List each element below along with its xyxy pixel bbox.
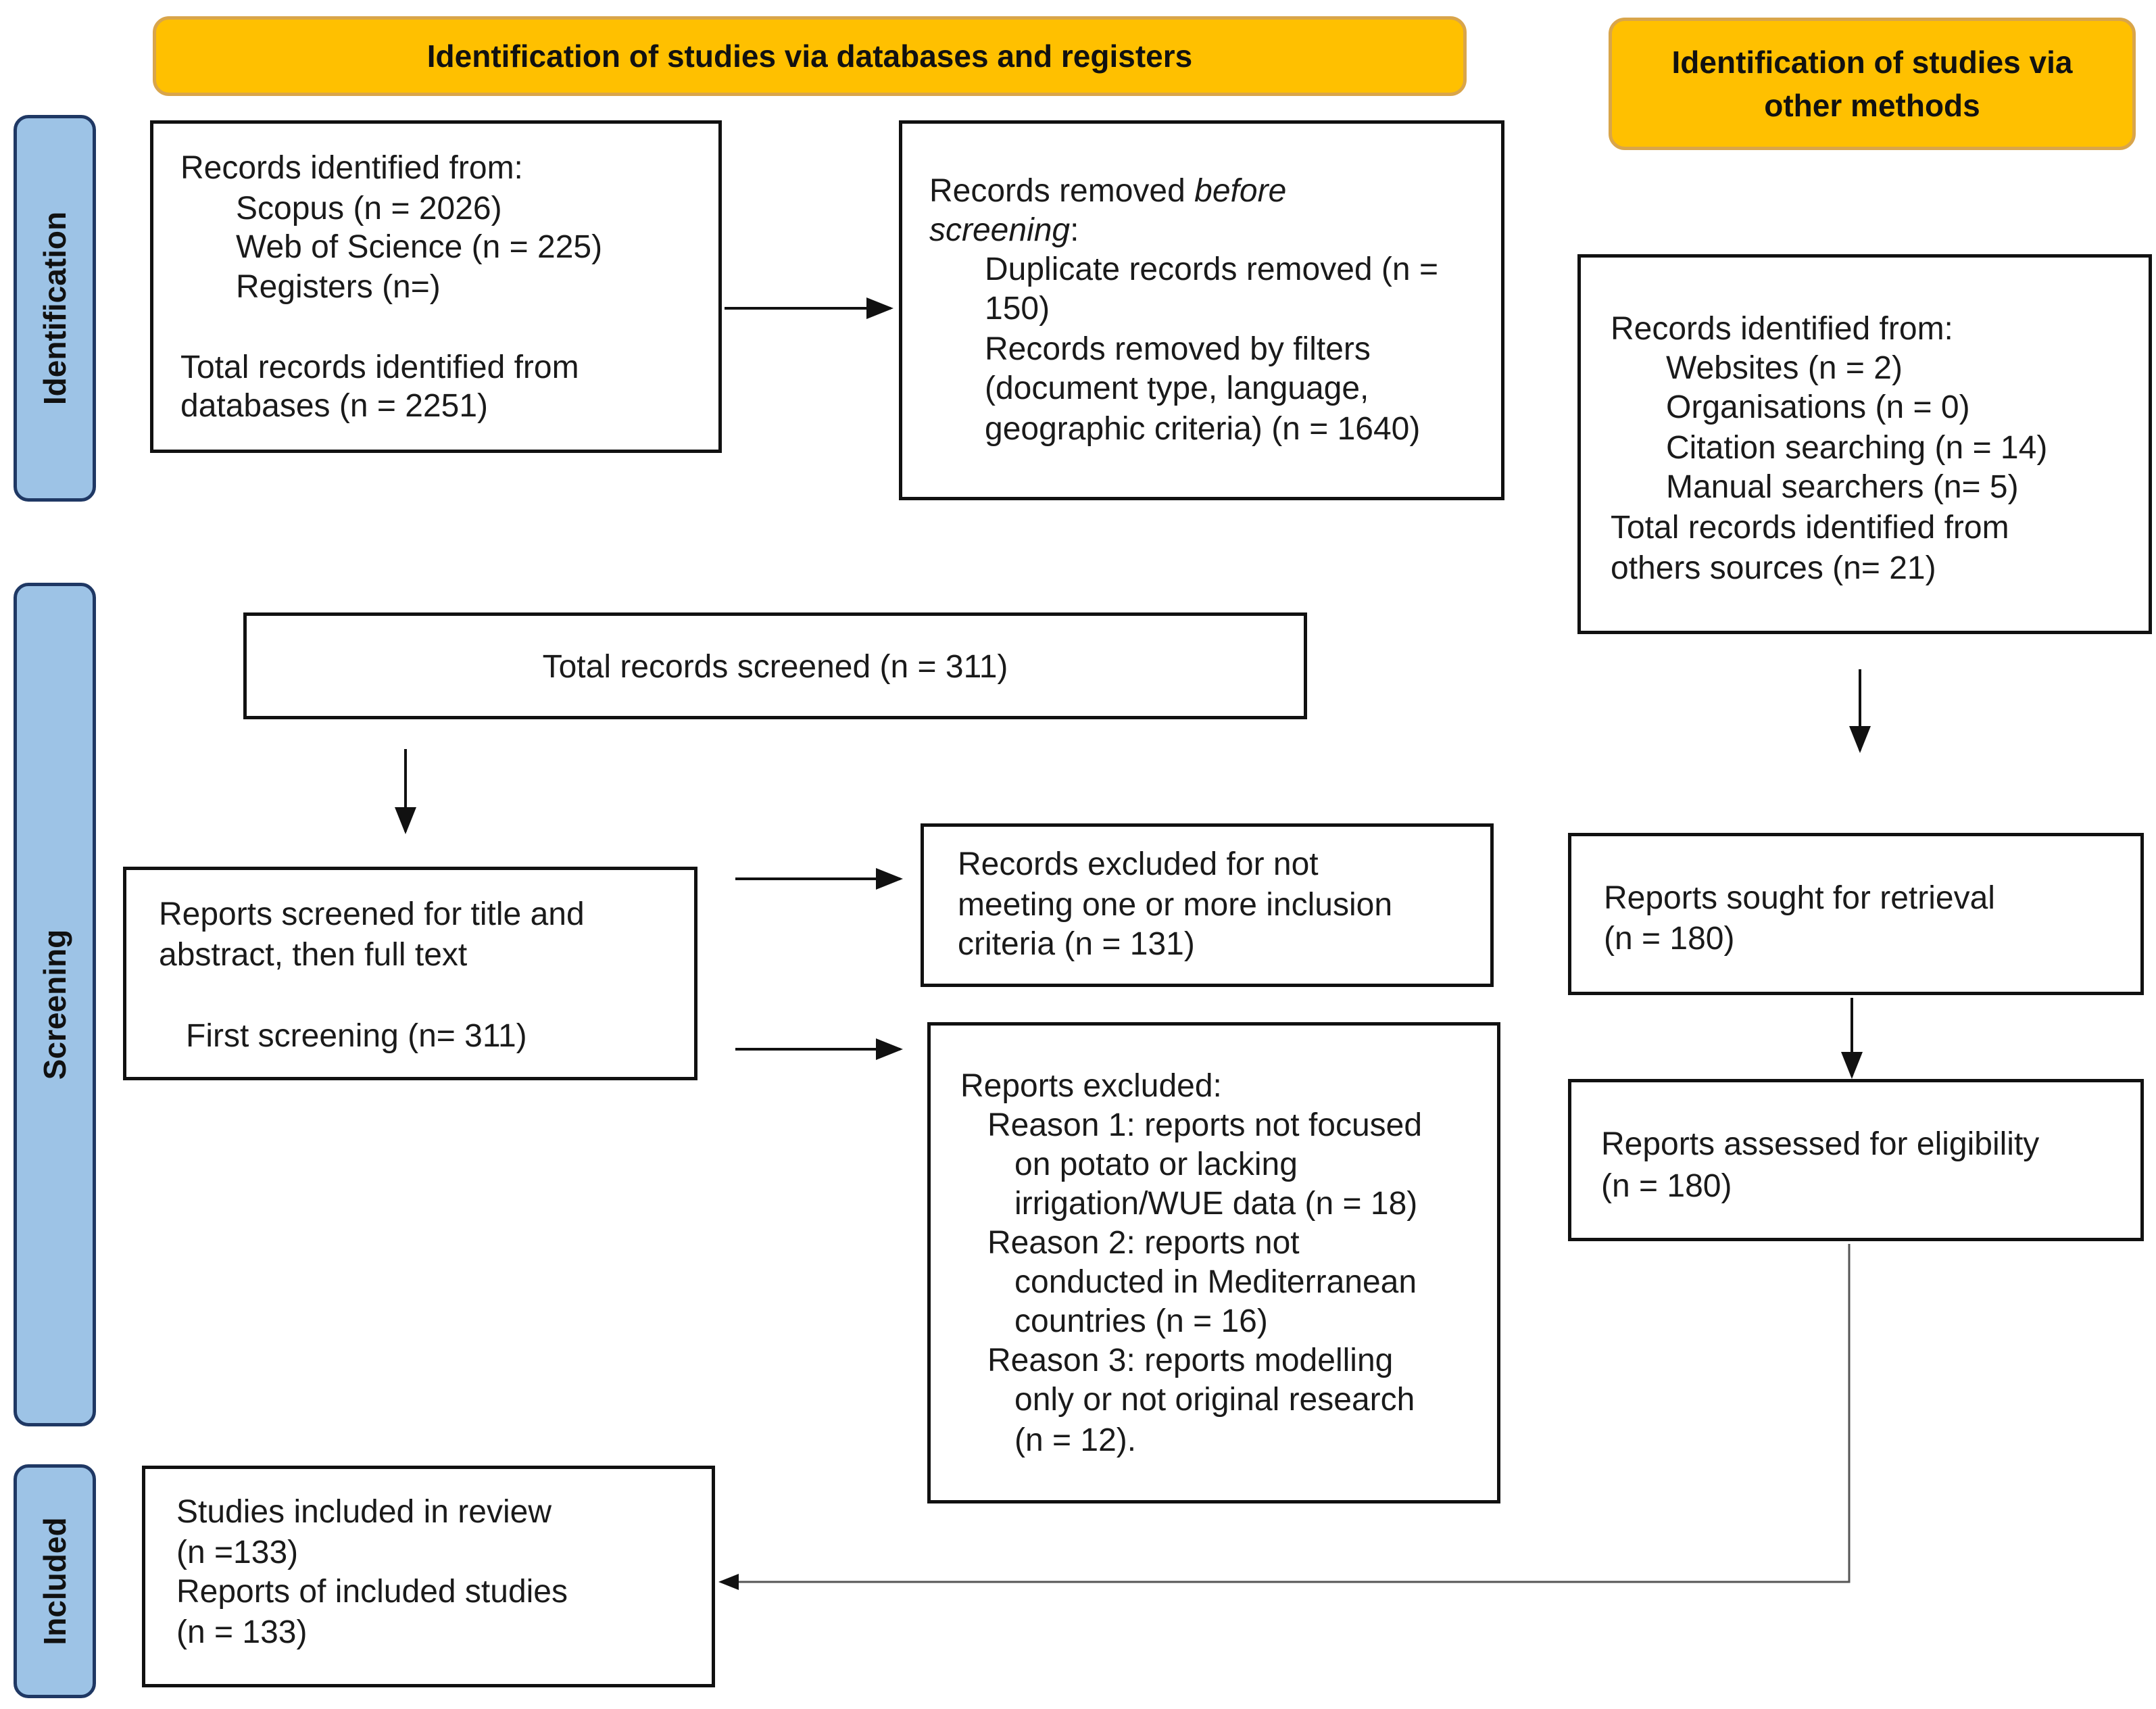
other-total-line2: others sources (n= 21): [1611, 550, 1936, 586]
other-websites: Websites (n = 2): [1666, 350, 1903, 386]
removed-line2: screening:: [929, 212, 1079, 248]
header-other-line1: Identification of studies via: [1671, 45, 2073, 80]
db-registers: Registers (n=): [236, 269, 441, 305]
db-total-line1: Total records identified from: [180, 350, 579, 385]
included-line4: (n = 133): [176, 1614, 308, 1650]
reports-screened-line3: First screening (n= 311): [186, 1018, 527, 1054]
box-records-removed: Records removed before screening: Duplic…: [899, 120, 1504, 500]
box-reports-screened: Reports screened for title and abstract,…: [123, 867, 697, 1080]
other-organisations: Organisations (n = 0): [1666, 389, 1970, 425]
removed-filt-line2: (document type, language,: [985, 370, 1369, 406]
connector-assessed-to-included: [718, 1244, 1851, 1590]
other-manual: Manual searchers (n= 5): [1666, 469, 2019, 505]
header-databases-label: Identification of studies via databases …: [426, 39, 1193, 74]
other-records-title: Records identified from:: [1611, 311, 1953, 347]
included-line1: Studies included in review: [176, 1494, 552, 1530]
box-db-records-identified: Records identified from: Scopus (n = 202…: [150, 120, 722, 453]
excluded-records-line2: meeting one or more inclusion: [958, 887, 1393, 923]
box-studies-included: Studies included in review (n =133) Repo…: [142, 1466, 715, 1687]
box-reports-sought: Reports sought for retrieval (n = 180): [1568, 833, 2144, 995]
removed-filt-line1: Records removed by filters: [985, 331, 1371, 367]
reason2-line3: countries (n = 16): [1014, 1303, 1268, 1339]
reports-screened-line2: abstract, then full text: [159, 937, 468, 973]
assessed-line1: Reports assessed for eligibility: [1601, 1126, 2040, 1162]
reason3-line3: (n = 12).: [1014, 1422, 1137, 1458]
db-scopus: Scopus (n = 2026): [236, 191, 502, 226]
reason2-line1: Reason 2: reports not: [987, 1225, 1300, 1261]
removed-line1: Records removed before: [929, 173, 1287, 209]
db-total-line2: databases (n = 2251): [180, 388, 488, 424]
removed-filt-line3: geographic criteria) (n = 1640): [985, 411, 1421, 447]
reports-screened-line1: Reports screened for title and: [159, 896, 585, 932]
excluded-records-line3: criteria (n = 131): [958, 926, 1195, 962]
removed-dup-line1: Duplicate records removed (n =: [985, 251, 1438, 287]
other-total-line1: Total records identified from: [1611, 510, 2009, 546]
phase-identification: Identification: [14, 115, 96, 502]
header-databases: Identification of studies via databases …: [153, 16, 1467, 96]
included-line3: Reports of included studies: [176, 1574, 568, 1610]
excluded-records-line1: Records excluded for not: [958, 846, 1319, 882]
reason1-line2: on potato or lacking: [1014, 1147, 1298, 1182]
included-line2: (n =133): [176, 1535, 299, 1570]
box-total-screened: Total records screened (n = 311): [243, 612, 1307, 719]
phase-screening: Screening: [14, 583, 96, 1426]
reason3-line2: only or not original research: [1014, 1382, 1415, 1418]
other-citation: Citation searching (n = 14): [1666, 430, 2048, 466]
reports-excluded-title: Reports excluded:: [960, 1068, 1222, 1104]
phase-included: Included: [14, 1464, 96, 1698]
assessed-line2: (n = 180): [1601, 1168, 1732, 1204]
box-records-excluded: Records excluded for not meeting one or …: [921, 823, 1494, 987]
removed-dup-line2: 150): [985, 291, 1050, 327]
header-other-line2: other methods: [1764, 88, 1980, 123]
box-reports-assessed: Reports assessed for eligibility (n = 18…: [1568, 1079, 2144, 1241]
box-reports-excluded: Reports excluded: Reason 1: reports not …: [927, 1022, 1500, 1503]
header-other-methods: Identification of studies via other meth…: [1609, 18, 2136, 150]
screened-text: Total records screened (n = 311): [542, 649, 1008, 685]
reason2-line2: conducted in Mediterranean: [1014, 1264, 1417, 1300]
sought-line2: (n = 180): [1604, 921, 1735, 957]
box-other-records-identified: Records identified from: Websites (n = 2…: [1577, 254, 2152, 634]
sought-line1: Reports sought for retrieval: [1604, 880, 1995, 916]
reason1-line1: Reason 1: reports not focused: [987, 1107, 1423, 1143]
db-records-title: Records identified from:: [180, 150, 523, 186]
reason1-line3: irrigation/WUE data (n = 18): [1014, 1186, 1418, 1222]
reason3-line1: Reason 3: reports modelling: [987, 1343, 1394, 1378]
db-wos: Web of Science (n = 225): [236, 229, 603, 265]
